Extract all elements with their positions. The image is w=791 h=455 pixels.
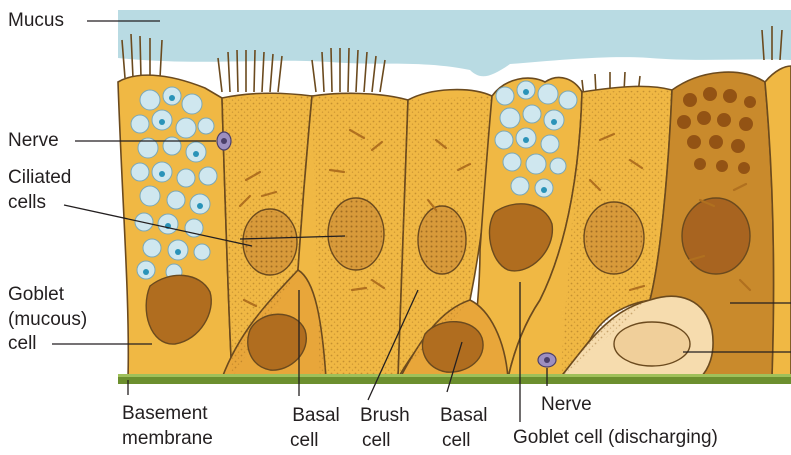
- label-basal-cell-2-line1: Basal: [440, 405, 488, 427]
- label-ciliated-cells-line1: Ciliated: [8, 167, 71, 189]
- label-nerve-bottom: Nerve: [541, 394, 592, 416]
- label-ciliated-cells-line2: cells: [8, 192, 46, 214]
- label-basement-line1: Basement: [122, 403, 208, 425]
- nerve-ending-left: [217, 132, 231, 150]
- label-brush-cell-line2: cell: [362, 430, 391, 452]
- label-goblet-line3: cell: [8, 333, 37, 355]
- label-basal-cell-1-line2: cell: [290, 430, 319, 452]
- label-basal-cell-1-line1: Basal: [286, 405, 346, 427]
- nerve-ending-bottom: [538, 353, 556, 367]
- label-basement-line2: membrane: [122, 428, 213, 450]
- label-nerve-left: Nerve: [8, 130, 59, 152]
- basement-membrane: [118, 376, 791, 384]
- label-goblet-discharging: Goblet cell (discharging): [513, 427, 718, 449]
- basal-cell-2-nucleus: [423, 322, 484, 373]
- discharging-lower-nucleus: [614, 322, 690, 366]
- label-brush-cell-line1: Brush: [360, 405, 410, 427]
- label-goblet-line1: Goblet: [8, 284, 64, 306]
- goblet-right-nucleus: [682, 198, 750, 274]
- label-basal-cell-2-line2: cell: [442, 430, 471, 452]
- label-mucus: Mucus: [8, 10, 64, 32]
- label-goblet-line2: (mucous): [8, 309, 87, 331]
